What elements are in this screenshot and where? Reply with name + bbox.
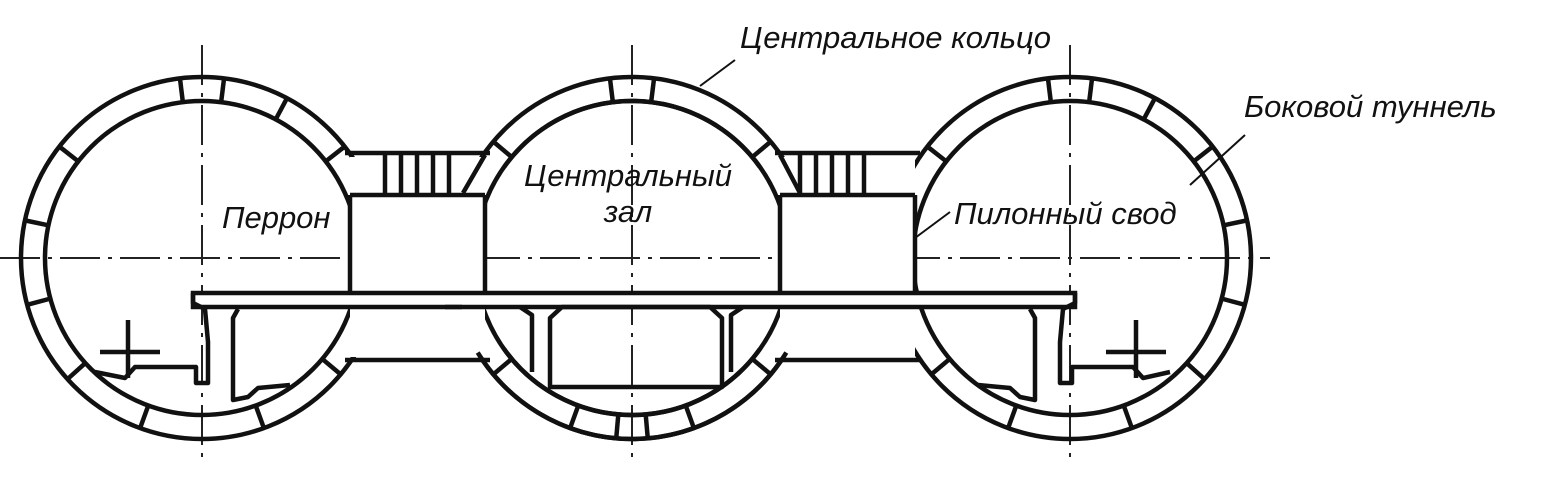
- label-central-hall: Центральный: [524, 158, 732, 193]
- ring-segment-joint: [1223, 218, 1248, 228]
- left-rail-axis: [100, 320, 160, 378]
- ring-segment-joint: [1221, 296, 1246, 308]
- vault-hatch-diagonal: [778, 153, 802, 195]
- ring-segment-joint: [65, 361, 87, 381]
- ring-segment-joint: [648, 78, 657, 103]
- ring-segment-joint: [177, 78, 186, 103]
- central-ring-arc: [502, 98, 762, 169]
- ring-segment-joint: [567, 404, 581, 429]
- label-pylon-vault: Пилонный свод: [954, 196, 1177, 231]
- center-left-pillar: [518, 305, 535, 372]
- right-support-beam: [977, 307, 1038, 403]
- tunnel-rings: [18, 74, 1254, 442]
- ring-segment-joint: [253, 404, 267, 429]
- ring-segment-joint: [750, 139, 773, 159]
- ring-segment-joint: [613, 414, 621, 439]
- leader-side-tunnel: [1189, 134, 1246, 186]
- center-box-girder: [547, 304, 725, 390]
- ring-segment-joint: [491, 139, 514, 159]
- ring-segment-joint: [643, 414, 651, 439]
- ring-segment-joint: [137, 404, 151, 429]
- leader-pylon-vault: [914, 211, 951, 239]
- ring-segment-joint: [491, 357, 514, 377]
- ring-segment-joint: [1005, 404, 1019, 429]
- ring-segment-joint: [607, 78, 616, 103]
- left-support-beam: [230, 307, 291, 403]
- ring-segment-joint: [320, 357, 343, 377]
- central-ring-arc-outer-bottom: [475, 351, 789, 442]
- central-ring-arc-bottom: [502, 347, 762, 418]
- label-platform: Перрон: [222, 200, 331, 235]
- ring-segment-joint: [1141, 97, 1157, 121]
- vault-hatch-diagonal: [461, 153, 487, 195]
- ring-segment-joint: [1121, 404, 1135, 429]
- center-axes: [0, 45, 1270, 462]
- ring-segment-joint: [929, 357, 952, 377]
- center-right-pillar: [728, 305, 745, 372]
- ring-segment-joint: [1185, 361, 1207, 381]
- leader-central-ring: [699, 59, 736, 87]
- ring-segment-joint: [324, 144, 347, 164]
- ring-segment-joint: [925, 144, 948, 164]
- ring-segment-joint: [683, 404, 697, 429]
- ring-segment-joint: [273, 97, 289, 121]
- ring-segment-joint: [24, 218, 49, 228]
- right-rail-axis: [1106, 320, 1166, 378]
- ring-segment-joint: [1086, 78, 1095, 103]
- label-central-ring: Центральное кольцо: [740, 20, 1051, 55]
- ring-segment-joint: [1192, 144, 1215, 164]
- ring-segment-joint: [750, 357, 773, 377]
- label-side-tunnel: Боковой туннель: [1244, 89, 1497, 124]
- station-structure: [94, 98, 1171, 442]
- ring-segment-joint: [57, 144, 80, 164]
- ring-segment-joint: [218, 78, 227, 103]
- ring-segment-joint: [26, 296, 51, 308]
- label-central-hall-2: зал: [603, 194, 652, 229]
- ring-segment-joint: [1045, 78, 1054, 103]
